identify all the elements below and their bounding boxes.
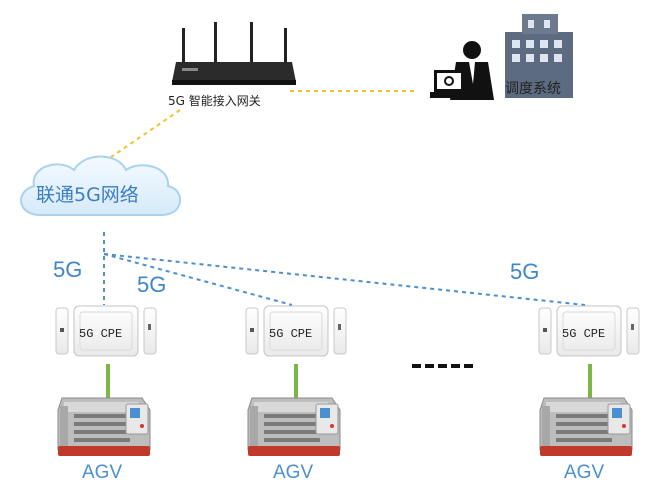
dispatch-label: 调度系统 [505, 81, 561, 97]
gateway-label: 5G 智能接入网关 [168, 94, 261, 108]
agv-label-2: AGV [273, 462, 314, 483]
cpe-label-2: 5G CPE [269, 327, 313, 341]
link-label-5g-left: 5G [53, 257, 83, 282]
cpe-label-3: 5G CPE [562, 327, 606, 341]
link-label-5g-mid: 5G [137, 272, 167, 297]
link-label-5g-right: 5G [510, 259, 540, 284]
cloud-icon [20, 155, 182, 216]
operator-with-computer-icon [430, 41, 494, 100]
building-icon [505, 14, 573, 98]
wan-link-gateway-network [94, 109, 181, 169]
agv-robot-icon [247, 397, 341, 457]
agv-robot-icon [539, 397, 633, 457]
radio-link-2 [103, 253, 293, 306]
agv-robot-icon [57, 397, 151, 457]
network-label: 联通5G网络 [36, 184, 139, 206]
router-icon [172, 22, 296, 85]
agv-label-1: AGV [82, 462, 123, 483]
ellipsis-icon [412, 364, 473, 368]
agv-label-3: AGV [564, 462, 605, 483]
radio-link-3 [103, 253, 586, 306]
cpe-label-1: 5G CPE [79, 327, 123, 341]
